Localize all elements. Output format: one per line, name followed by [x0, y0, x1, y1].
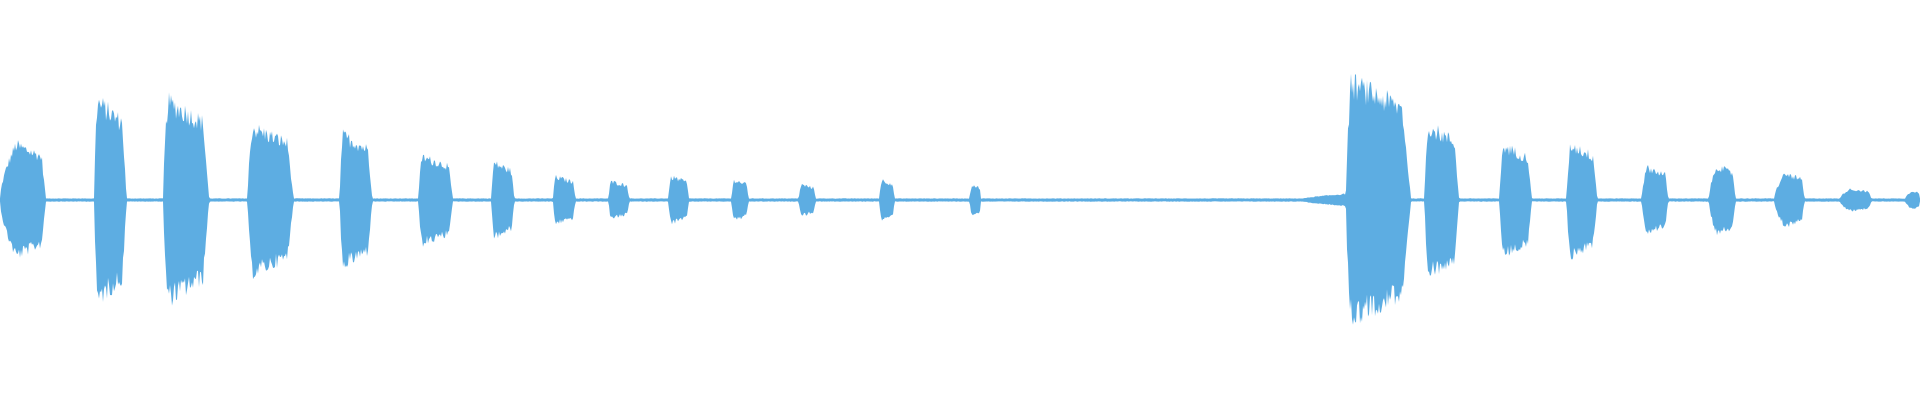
waveform-signal — [0, 73, 1920, 325]
